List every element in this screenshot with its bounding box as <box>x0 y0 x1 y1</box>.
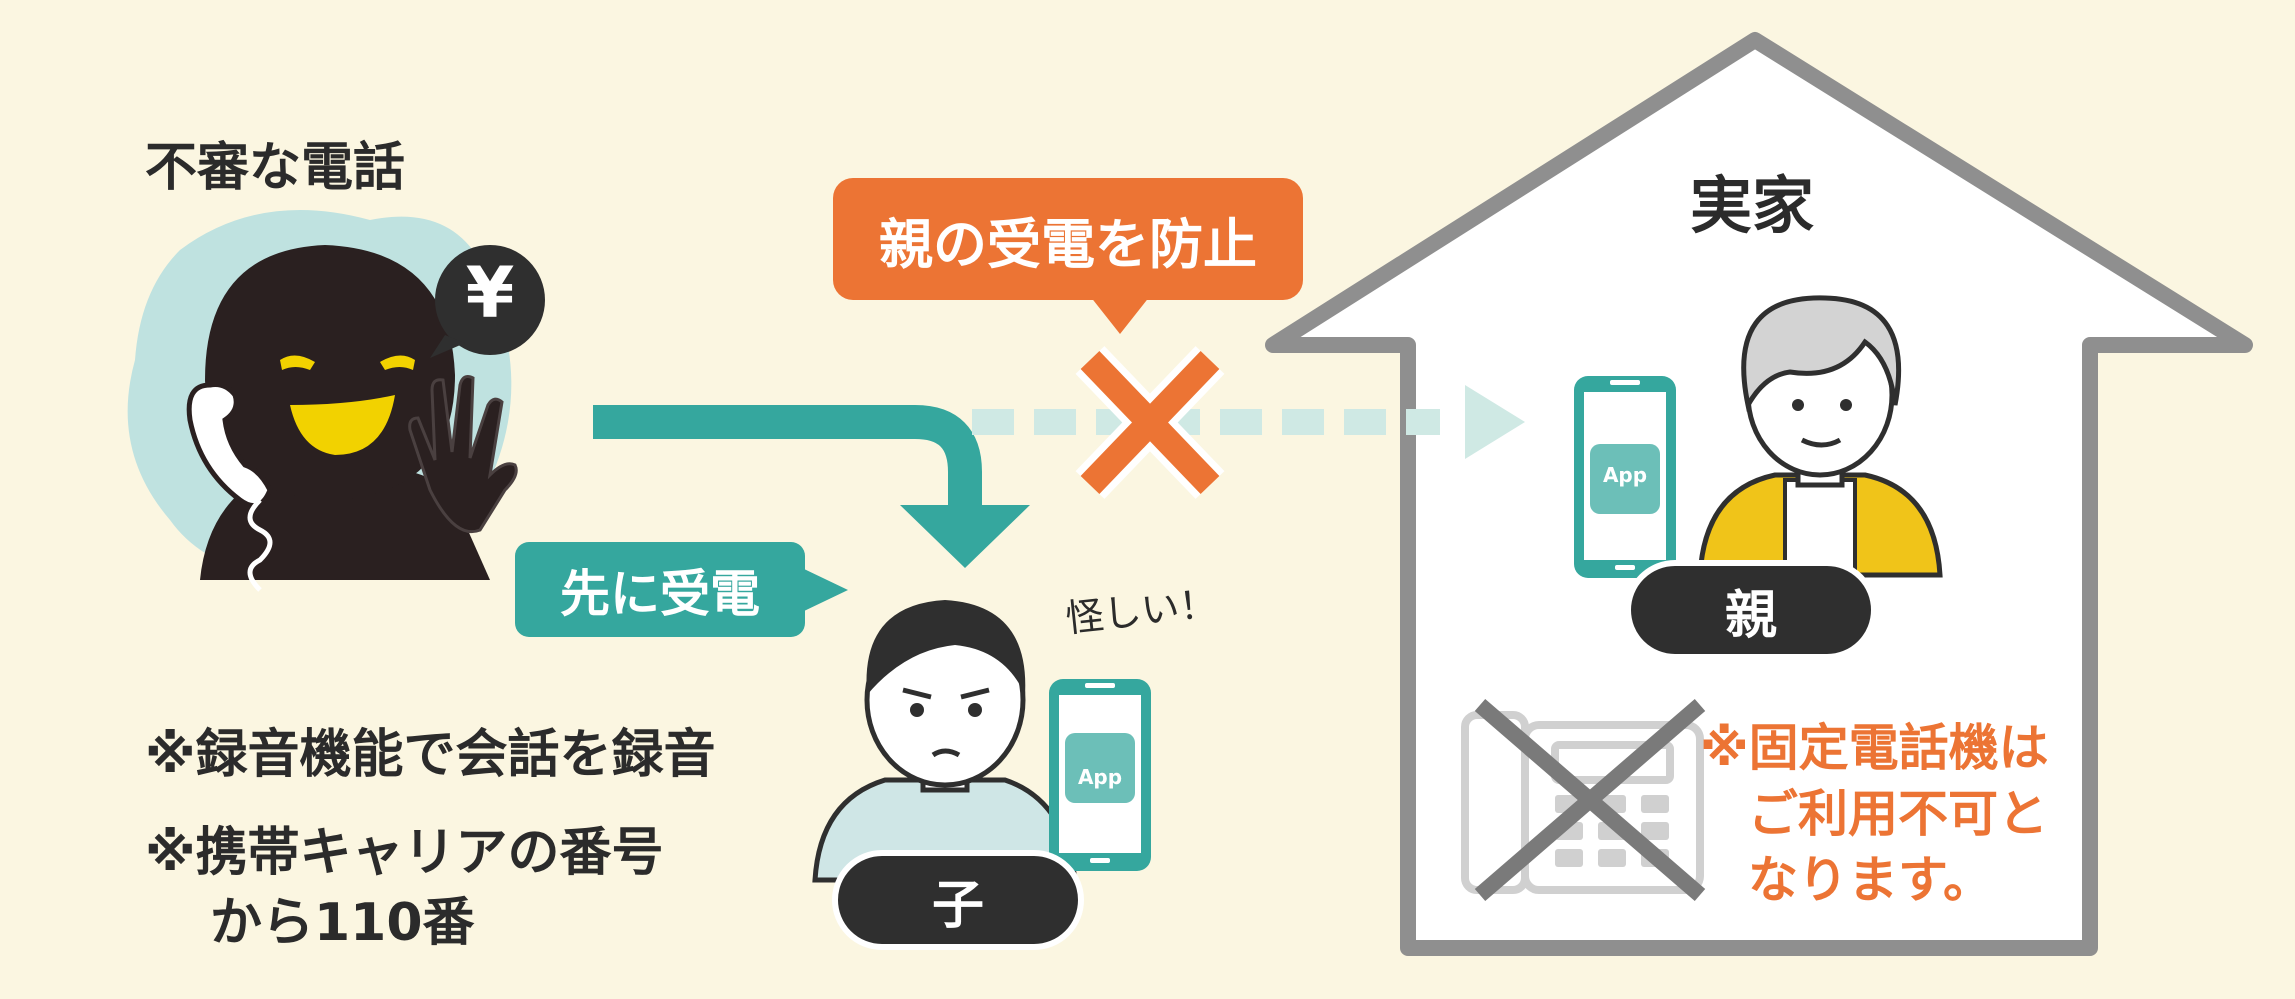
intercept-callout-tail <box>802 568 848 612</box>
block-x-icon <box>1075 346 1225 499</box>
intercept-callout: 先に受電 <box>515 542 805 637</box>
caller-title: 不審な電話 <box>145 138 406 198</box>
house-label: 実家 <box>1690 169 1815 242</box>
child-smartphone-icon <box>1049 679 1151 871</box>
child-illustration <box>812 600 1078 883</box>
child-app-label: App <box>1077 765 1123 789</box>
parent-smartphone-icon <box>1574 376 1676 578</box>
landline-note-line2: ご利用不可と <box>1748 785 2048 843</box>
parent-app-label: App <box>1602 463 1648 487</box>
parent-badge: 親 <box>1625 560 1877 660</box>
suspicious-caller-illustration <box>127 210 518 592</box>
carrier-note-line2: から110番 <box>210 893 475 953</box>
carrier-note-line1: ※携帯キャリアの番号 <box>145 823 664 883</box>
yen-icon: ¥ <box>465 252 515 334</box>
block-callout-tail <box>1090 296 1150 334</box>
landline-note-line3: なります。 <box>1748 851 1993 909</box>
yen-speech-bubble <box>430 245 545 358</box>
block-callout: 親の受電を防止 <box>833 178 1303 300</box>
child-badge: 子 <box>832 850 1084 950</box>
landline-cross-icon <box>1474 698 1706 902</box>
landline-note-line1: ※固定電話機は <box>1700 719 2049 777</box>
parent-illustration <box>1697 295 1943 578</box>
recording-note: ※録音機能で会話を録音 <box>145 725 716 785</box>
